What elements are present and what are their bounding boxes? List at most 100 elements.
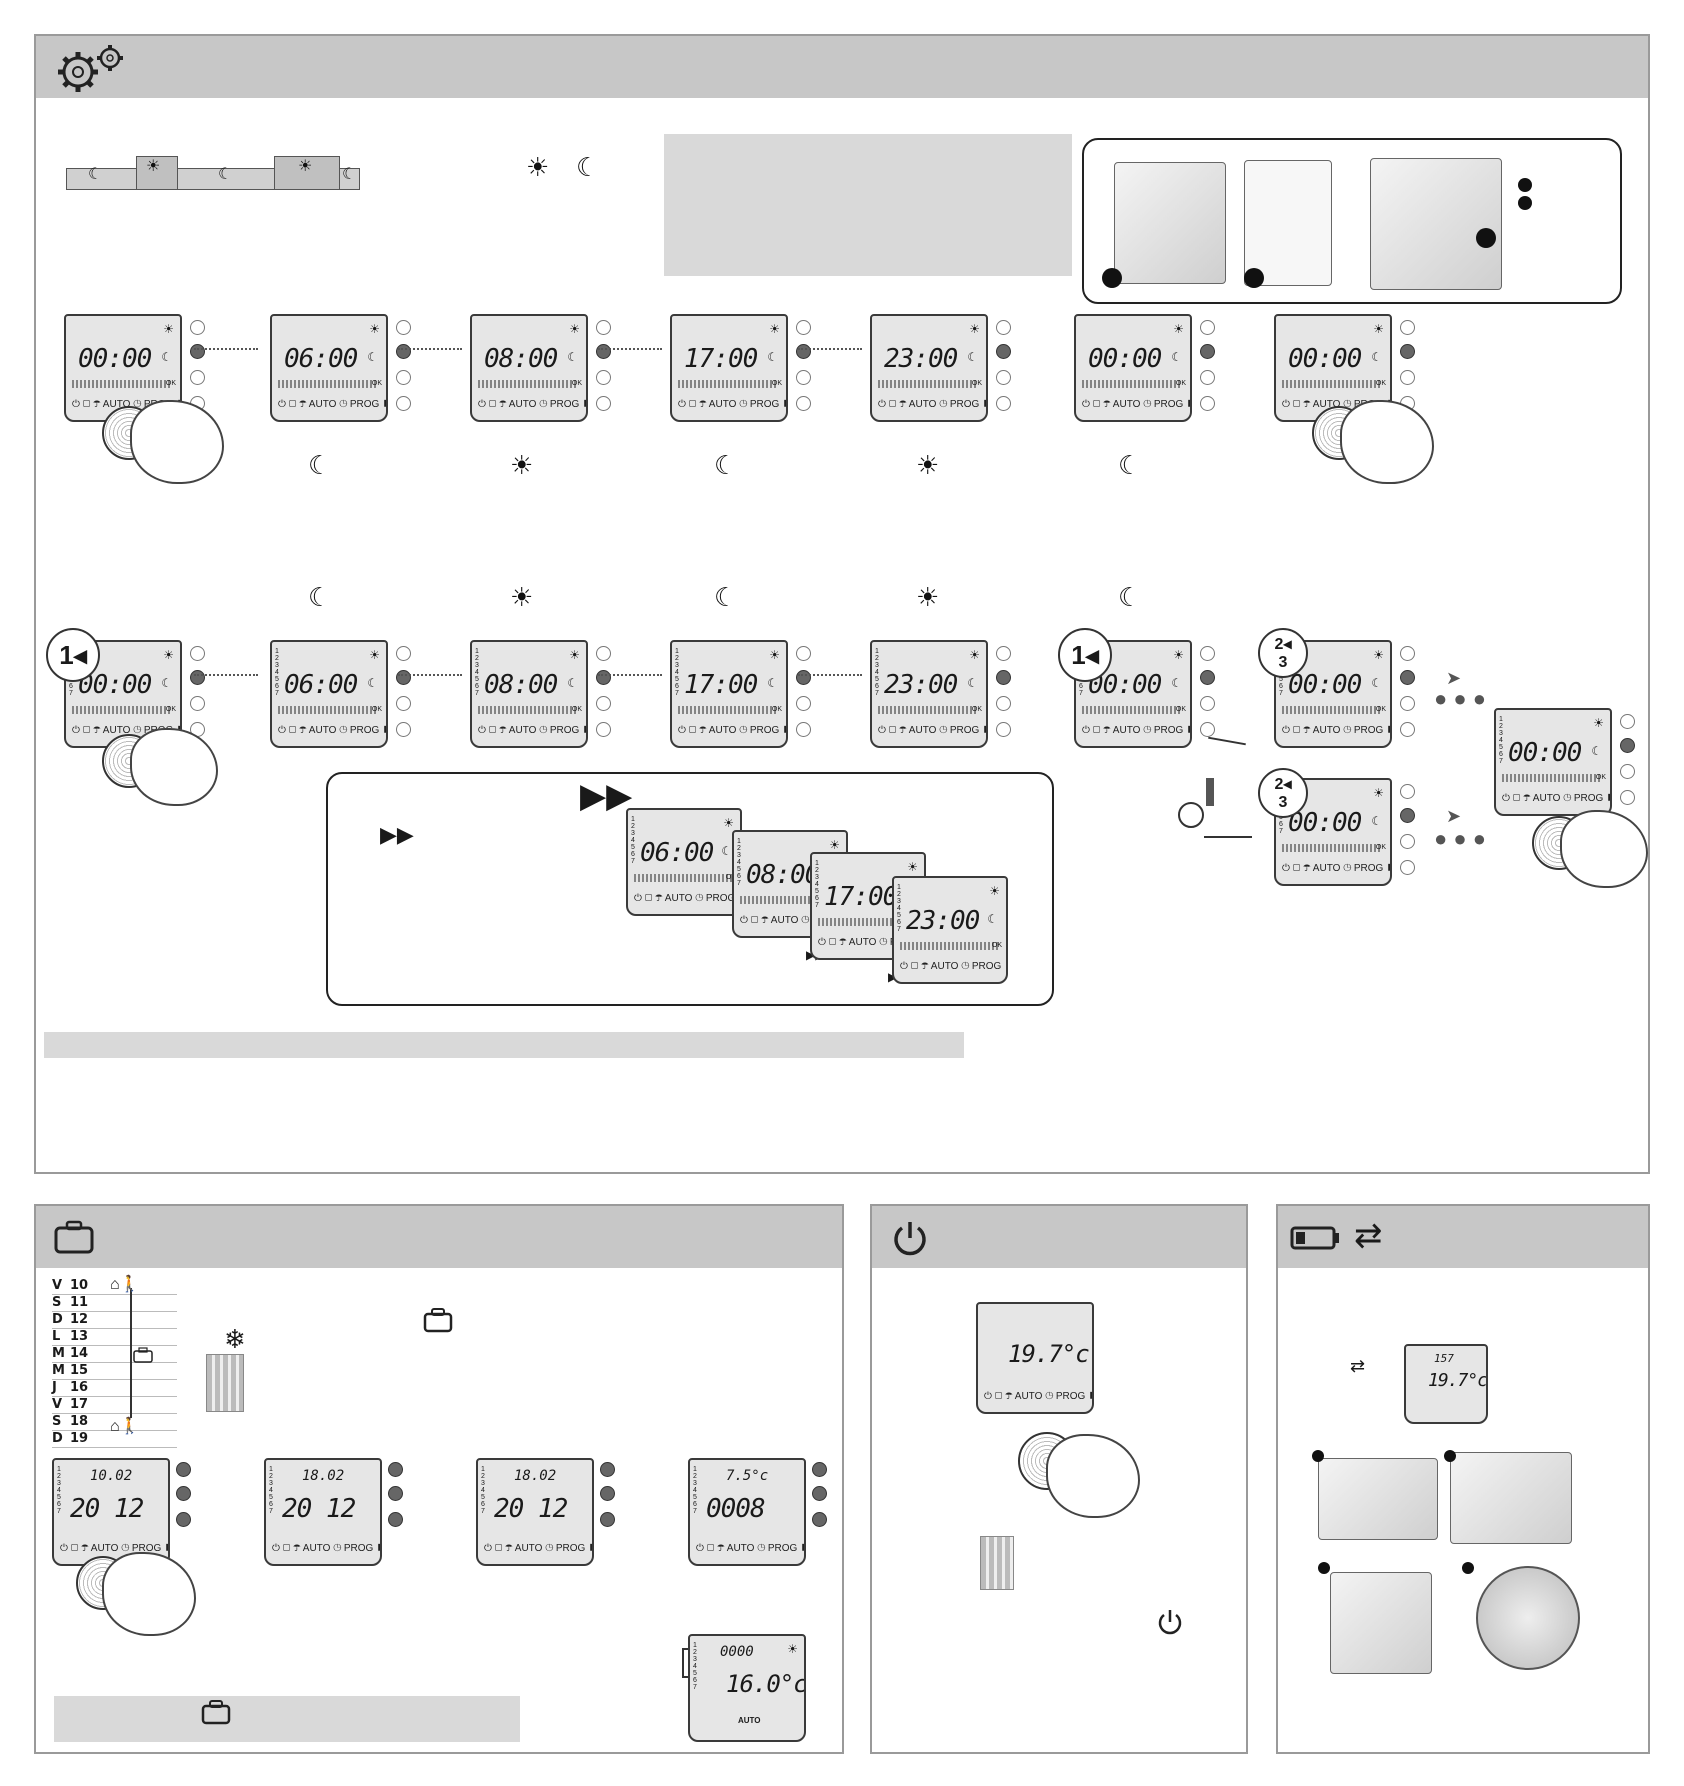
minus-button[interactable] [796, 344, 811, 359]
day-selector-callout: 1◂ [46, 628, 100, 682]
plus-button[interactable] [600, 1462, 615, 1477]
back-button[interactable] [796, 722, 811, 737]
back-button[interactable] [1400, 722, 1415, 737]
back-button[interactable] [1200, 722, 1215, 737]
back-button[interactable] [596, 722, 611, 737]
minus-button[interactable] [996, 670, 1011, 685]
ok-button[interactable] [1200, 370, 1215, 385]
minus-button[interactable] [796, 670, 811, 685]
ok-button[interactable] [812, 1512, 827, 1527]
ok-button[interactable] [190, 370, 205, 385]
minus-button[interactable] [600, 1486, 615, 1501]
plus-button[interactable] [1400, 646, 1415, 661]
plus-button[interactable] [190, 320, 205, 335]
ok-button[interactable] [1400, 370, 1415, 385]
minus-button[interactable] [1400, 670, 1415, 685]
moon-icon: ☾ [308, 450, 332, 480]
plus-button[interactable] [596, 320, 611, 335]
plus-button[interactable] [1400, 320, 1415, 335]
minus-button[interactable] [176, 1486, 191, 1501]
back-button[interactable] [996, 722, 1011, 737]
plus-button[interactable] [190, 646, 205, 661]
time-readout: 23:00 [884, 344, 958, 374]
auto-label: AUTO [848, 937, 877, 948]
fast-forward-icon: ▶▶ [580, 777, 633, 815]
plus-button[interactable] [1200, 646, 1215, 661]
minus-button[interactable] [388, 1486, 403, 1501]
ok-button[interactable] [1620, 764, 1635, 779]
program-bar [1282, 380, 1382, 388]
mode-icons: ⏻ ▢ ☂ AUTO ◷ PROG ▮ [484, 1543, 594, 1554]
minus-button[interactable] [1400, 808, 1415, 823]
back-button[interactable] [596, 396, 611, 411]
plus-button[interactable] [812, 1462, 827, 1477]
date: 19 [70, 1431, 89, 1446]
date-top: 7.5°c [726, 1468, 769, 1484]
minus-button[interactable] [396, 670, 411, 685]
ok-label: OK [371, 380, 382, 387]
plus-button[interactable] [396, 320, 411, 335]
moon-icon: ☾ [767, 676, 778, 690]
sun-icon: ☀ [916, 582, 940, 612]
back-button[interactable] [1620, 790, 1635, 805]
moon-icon: ☾ [218, 166, 233, 183]
mode-icons: ⏻ ▢ ☂ AUTO ◷ PROG ▮ i [278, 399, 386, 410]
sun-icon: ☀ [1173, 648, 1184, 662]
plus-button[interactable] [388, 1462, 403, 1477]
battery-icon [1290, 1226, 1339, 1250]
ok-button[interactable] [796, 696, 811, 711]
ok-button[interactable] [396, 696, 411, 711]
plus-button[interactable] [796, 320, 811, 335]
ok-button[interactable] [596, 370, 611, 385]
ok-button[interactable] [176, 1512, 191, 1527]
program-bar [1082, 706, 1182, 714]
minus-button[interactable] [190, 344, 205, 359]
back-button[interactable] [1200, 396, 1215, 411]
mode-icons: ⏻ ▢ ☂ AUTO ◷ PROG ▮ i [1082, 399, 1190, 410]
minus-button[interactable] [1200, 670, 1215, 685]
plus-button[interactable] [1620, 714, 1635, 729]
minus-button[interactable] [596, 670, 611, 685]
step-marker [1444, 1450, 1456, 1462]
plus-button[interactable] [596, 646, 611, 661]
ok-button[interactable] [1400, 834, 1415, 849]
plus-button[interactable] [796, 646, 811, 661]
plus-button[interactable] [996, 320, 1011, 335]
plus-button[interactable] [396, 646, 411, 661]
minus-button[interactable] [190, 670, 205, 685]
connector [194, 348, 258, 352]
moon-icon: ☾ [367, 350, 378, 364]
minus-button[interactable] [396, 344, 411, 359]
plus-button[interactable] [996, 646, 1011, 661]
minus-button[interactable] [1400, 344, 1415, 359]
minus-button[interactable] [996, 344, 1011, 359]
ok-button[interactable] [796, 370, 811, 385]
back-button[interactable] [396, 396, 411, 411]
ok-button[interactable] [596, 696, 611, 711]
ok-button[interactable] [996, 696, 1011, 711]
minus-button[interactable] [596, 344, 611, 359]
ok-button[interactable] [1400, 696, 1415, 711]
moon-icon: ☾ [721, 844, 732, 858]
minus-button[interactable] [1620, 738, 1635, 753]
ok-button[interactable] [396, 370, 411, 385]
ok-button[interactable] [996, 370, 1011, 385]
minus-button[interactable] [1200, 344, 1215, 359]
plus-button[interactable] [1400, 784, 1415, 799]
minus-button[interactable] [812, 1486, 827, 1501]
day-number: 3 [1278, 654, 1288, 671]
back-button[interactable] [996, 396, 1011, 411]
plus-button[interactable] [176, 1462, 191, 1477]
ok-button[interactable] [388, 1512, 403, 1527]
back-button[interactable] [796, 396, 811, 411]
ok-button[interactable] [600, 1512, 615, 1527]
back-button[interactable] [1400, 860, 1415, 875]
plus-button[interactable] [1200, 320, 1215, 335]
arrow-line [1204, 836, 1252, 838]
ok-button[interactable] [1200, 696, 1215, 711]
date-main: 20 12 [494, 1494, 568, 1524]
back-button[interactable] [396, 722, 411, 737]
ok-button[interactable] [190, 696, 205, 711]
